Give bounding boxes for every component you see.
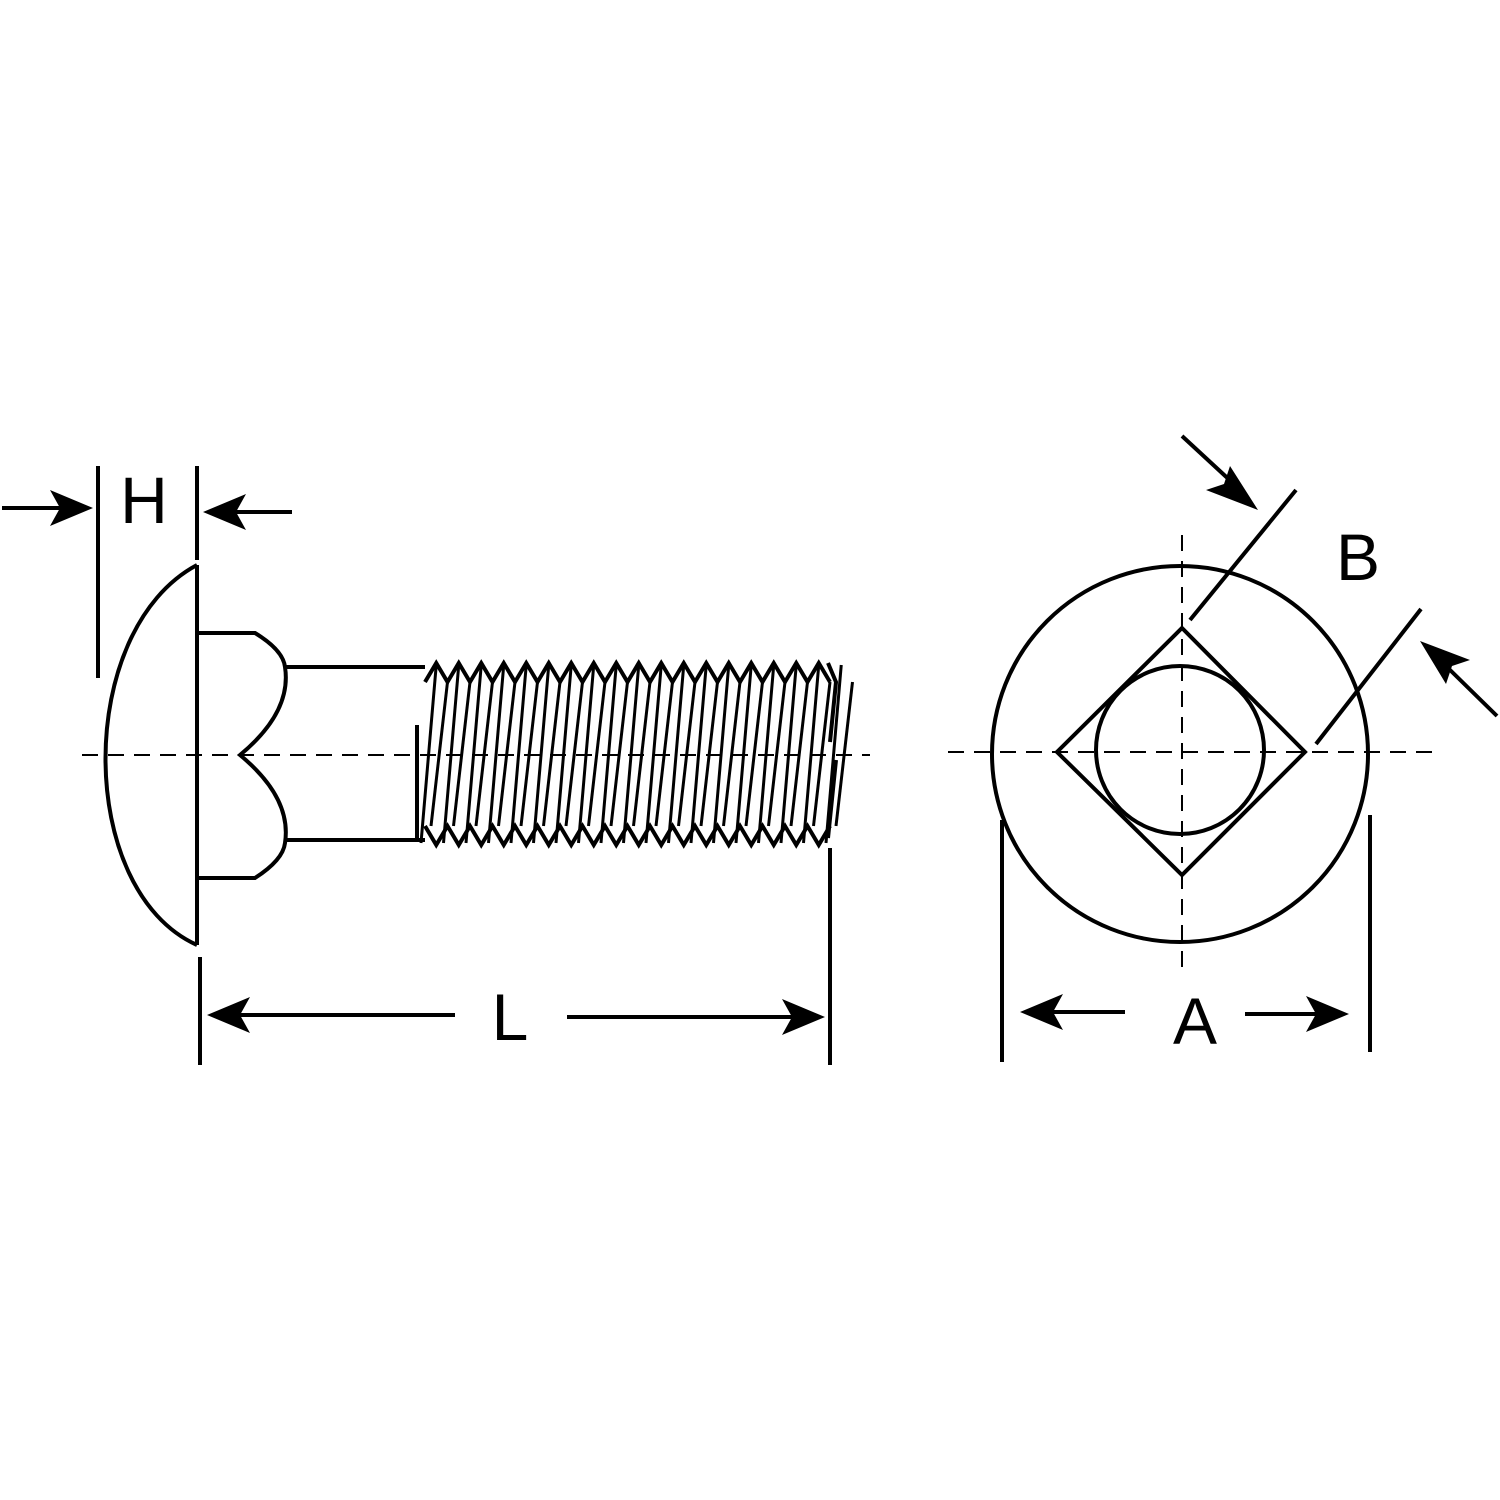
thread-root-line [699,681,719,827]
thread-root-line [542,681,562,827]
b-dimension: B [1180,434,1499,746]
thread-root-line [744,681,764,827]
thread-crest-line [779,664,798,844]
dome-head [103,563,198,947]
thread-root-line [609,681,629,827]
thread-root-line [677,681,697,827]
thread-crest-line [802,664,821,844]
end-view: B A [948,434,1499,1062]
thread-crest-line [734,664,753,844]
b-arrow-upper-line [1180,434,1237,487]
thread-root-line [834,681,854,827]
thread-lines [419,664,854,844]
thread-root-line [452,681,472,827]
b-arrow-lower-line [1446,666,1499,718]
b-arrowhead-lower [1420,641,1470,684]
h-arrowhead-right [203,494,246,530]
a-arrowhead-left [1020,994,1063,1030]
thread-crest-line [667,664,686,844]
thread-crest-line [622,664,641,844]
thread-root-line [497,681,517,827]
square-neck [197,631,288,880]
thread-root-line [519,681,539,827]
square-neck-outline [1054,625,1308,878]
a-arrowhead-right [1306,996,1349,1032]
thread-root-line [767,681,787,827]
b-arrowhead-upper [1206,466,1258,510]
thread-crest-line [532,664,551,844]
thread-crest-top [423,659,832,686]
thread-crest-line [509,664,528,844]
b-label: B [1336,520,1380,594]
l-dimension: L [198,848,832,1065]
thread-root-line [587,681,607,827]
thread-root-line [654,681,674,827]
thread-root-line [632,681,652,827]
thread-crest-bottom [423,822,832,849]
thread-root-line [812,681,832,827]
thread-crest-line [712,664,731,844]
thread-crest-line [487,664,506,844]
b-extension-lower [1314,607,1423,746]
side-view: H L [2,463,870,1065]
thread-root-line [429,681,449,827]
thread-crest-line [554,664,573,844]
thread-crest-line [689,664,708,844]
thread-crest-line [419,664,438,844]
thread-crest-line [577,664,596,844]
h-arrowhead-left [50,490,93,526]
h-dimension: H [2,463,292,678]
a-label: A [1173,984,1217,1058]
thread-crest-line [442,664,461,844]
thread-root-line [722,681,742,827]
thread-crest-line [464,664,483,844]
l-arrowhead-left [207,997,250,1033]
h-label: H [120,463,168,537]
thread-crest-line [644,664,663,844]
head-outline-circle [990,564,1370,944]
thread-root-line [789,681,809,827]
thread-end [826,662,839,839]
thread-root-line [474,681,494,827]
l-arrowhead-right [782,999,825,1035]
thread-crest-line [757,664,776,844]
shank-circle [1094,664,1266,836]
b-extension-upper [1188,488,1298,622]
l-label: L [492,980,529,1054]
thread-root-line [564,681,584,827]
a-dimension: A [1000,815,1372,1062]
thread-crest-line [599,664,618,844]
thread-section [419,659,854,849]
